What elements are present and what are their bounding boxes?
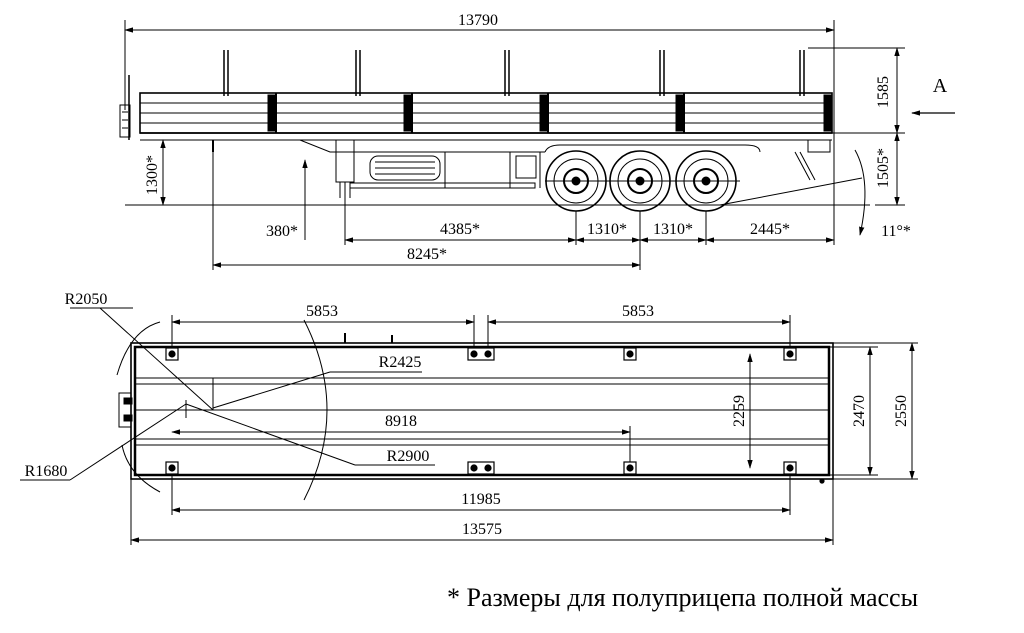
side-boards: [139, 92, 833, 134]
dim-kingpin-to-axle: 4385*: [440, 221, 480, 238]
dim-radius-r2050: R2050: [65, 291, 108, 308]
front-headboard: [119, 75, 131, 140]
dim-inner-width: 2259: [731, 395, 748, 427]
dim-overall-length: 13790: [458, 12, 498, 29]
dim-kingpin-to-center-axle: 8245*: [407, 246, 447, 263]
dim-stake-span-front: 5853: [306, 303, 338, 320]
dim-stake-height: 1585: [875, 76, 892, 108]
dim-inner-length: 8918: [385, 413, 417, 430]
stakes: [223, 50, 805, 96]
dim-rear-overhang: 2445*: [750, 221, 790, 238]
footnote: * Размеры для полуприцепа полной массы: [447, 583, 919, 612]
dim-deck-height: 1505*: [875, 148, 892, 188]
dim-platform-width: 2470: [851, 395, 868, 427]
side-view: [119, 20, 955, 270]
dim-axle-spacing-2: 1310*: [653, 221, 693, 238]
dim-lashing-length: 11985: [461, 491, 500, 508]
dim-kingpin-offset: 380*: [266, 223, 298, 240]
top-view: [20, 307, 918, 545]
dim-platform-length: 13575: [462, 521, 502, 538]
dim-stake-span-rear: 5853: [622, 303, 654, 320]
dim-axle-spacing-1: 1310*: [587, 221, 627, 238]
view-marker-a: A: [933, 75, 948, 97]
chassis: [140, 132, 832, 198]
dim-kingpin-height: 1300*: [144, 155, 161, 195]
dim-departure-angle: 11°*: [881, 223, 911, 240]
dim-overall-width: 2550: [893, 395, 910, 427]
dim-radius-r2900: R2900: [387, 448, 430, 465]
dim-radius-r2425: R2425: [379, 354, 422, 371]
stake-pockets: [165, 333, 825, 484]
dim-radius-r1680: R1680: [25, 463, 68, 480]
